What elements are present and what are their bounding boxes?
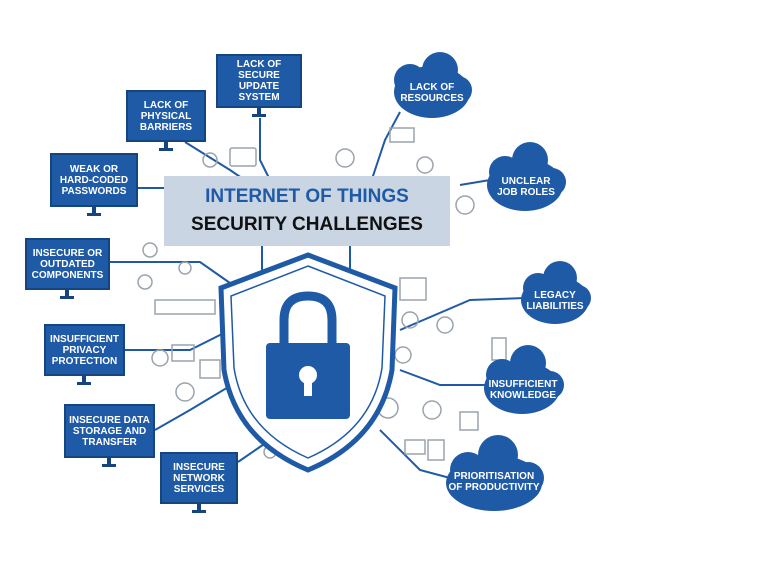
gear-icon (142, 242, 158, 258)
title-line-2: SECURITY CHALLENGES (191, 214, 423, 235)
label-knowledge: INSUFFICIENT KNOWLEDGE (488, 379, 558, 401)
connector-legacy (399, 297, 526, 331)
base-passwords (87, 213, 101, 216)
stand-secure-update (257, 108, 261, 114)
background-icons (137, 127, 507, 461)
binary-icon (154, 299, 216, 315)
cloud-resources (394, 52, 472, 118)
stand-passwords (92, 207, 96, 213)
monitor-icon (229, 147, 257, 167)
magnifier-icon (436, 316, 454, 334)
share-icon (202, 152, 218, 168)
base-network (192, 510, 206, 513)
clock-icon (422, 400, 442, 420)
bulb-icon (394, 346, 412, 364)
monitor-privacy: INSUFFICIENT PRIVACY PROTECTION (44, 324, 125, 376)
location-icon (459, 411, 479, 431)
connector-privacy (125, 329, 231, 351)
globe-icon (175, 382, 195, 402)
base-outdated (60, 296, 74, 299)
cloud-knowledge (484, 345, 564, 414)
base-physical-barriers (159, 148, 173, 151)
base-data-storage (102, 464, 116, 467)
label-outdated: INSECURE OR OUTDATED COMPONENTS (31, 247, 104, 281)
monitor-secure-update: LACK OF SECURE UPDATE SYSTEM (216, 54, 302, 108)
keyhole-slot (304, 378, 312, 396)
cloud-job-roles (487, 142, 566, 211)
calculator-icon (427, 439, 445, 461)
connector-resources (369, 111, 401, 186)
monitor-network: INSECURE NETWORK SERVICES (160, 452, 238, 504)
stand-data-storage (107, 458, 111, 464)
house-icon (199, 359, 221, 379)
stand-outdated (65, 290, 69, 296)
connector-job-roles (459, 179, 491, 186)
title-line-1: INTERNET OF THINGS (205, 186, 409, 207)
keyboard-icon (389, 127, 415, 143)
key-icon (137, 274, 153, 290)
label-resources: LACK OF RESOURCES (400, 82, 464, 104)
monitor-outdated: INSECURE OR OUTDATED COMPONENTS (25, 238, 110, 290)
label-productivity: PRIORITISATION OF PRODUCTIVITY (448, 471, 540, 493)
chart-icon (404, 439, 426, 455)
connector-outdated (110, 261, 241, 291)
wifi-icon (178, 261, 192, 275)
target-icon (455, 195, 475, 215)
stand-physical-barriers (164, 142, 168, 148)
base-privacy (77, 382, 91, 385)
stand-privacy (82, 376, 86, 382)
stand-network (197, 504, 201, 510)
label-legacy: LEGACY LIABILITIES (526, 290, 584, 312)
cloud-small-icon (401, 311, 419, 329)
label-secure-update: LACK OF SECURE UPDATE SYSTEM (236, 59, 282, 103)
chip-icon (335, 148, 355, 168)
connector-productivity (379, 429, 451, 479)
label-network: INSECURE NETWORK SERVICES (173, 461, 225, 495)
label-privacy: INSUFFICIENT PRIVACY PROTECTION (50, 333, 119, 367)
browser-icon (171, 344, 195, 362)
cloud-shapes (394, 52, 591, 511)
label-passwords: WEAK OR HARD-CODED PASSWORDS (59, 163, 129, 197)
label-data-storage: INSECURE DATA STORAGE AND TRANSFER (69, 414, 150, 448)
cloud-legacy (521, 261, 591, 324)
label-job-roles: UNCLEAR JOB ROLES (497, 176, 555, 198)
title-band (164, 176, 450, 246)
phone-icon (491, 337, 507, 361)
base-secure-update (252, 114, 266, 117)
monitor-physical-barriers: LACK OF PHYSICAL BARRIERS (126, 90, 206, 142)
cog-icon (151, 349, 169, 367)
fingerprint-icon (416, 156, 434, 174)
cloud-productivity (446, 435, 544, 511)
connector-data-storage (154, 379, 241, 431)
padlock-shackle (279, 291, 337, 345)
shield-inner-outline (230, 265, 386, 459)
label-physical-barriers: LACK OF PHYSICAL BARRIERS (139, 99, 193, 133)
monitor-data-storage: INSECURE DATA STORAGE AND TRANSFER (64, 404, 155, 458)
book-icon (399, 277, 427, 301)
connector-knowledge (399, 369, 490, 386)
monitor-passwords: WEAK OR HARD-CODED PASSWORDS (50, 153, 138, 207)
keyhole-icon (299, 366, 317, 384)
